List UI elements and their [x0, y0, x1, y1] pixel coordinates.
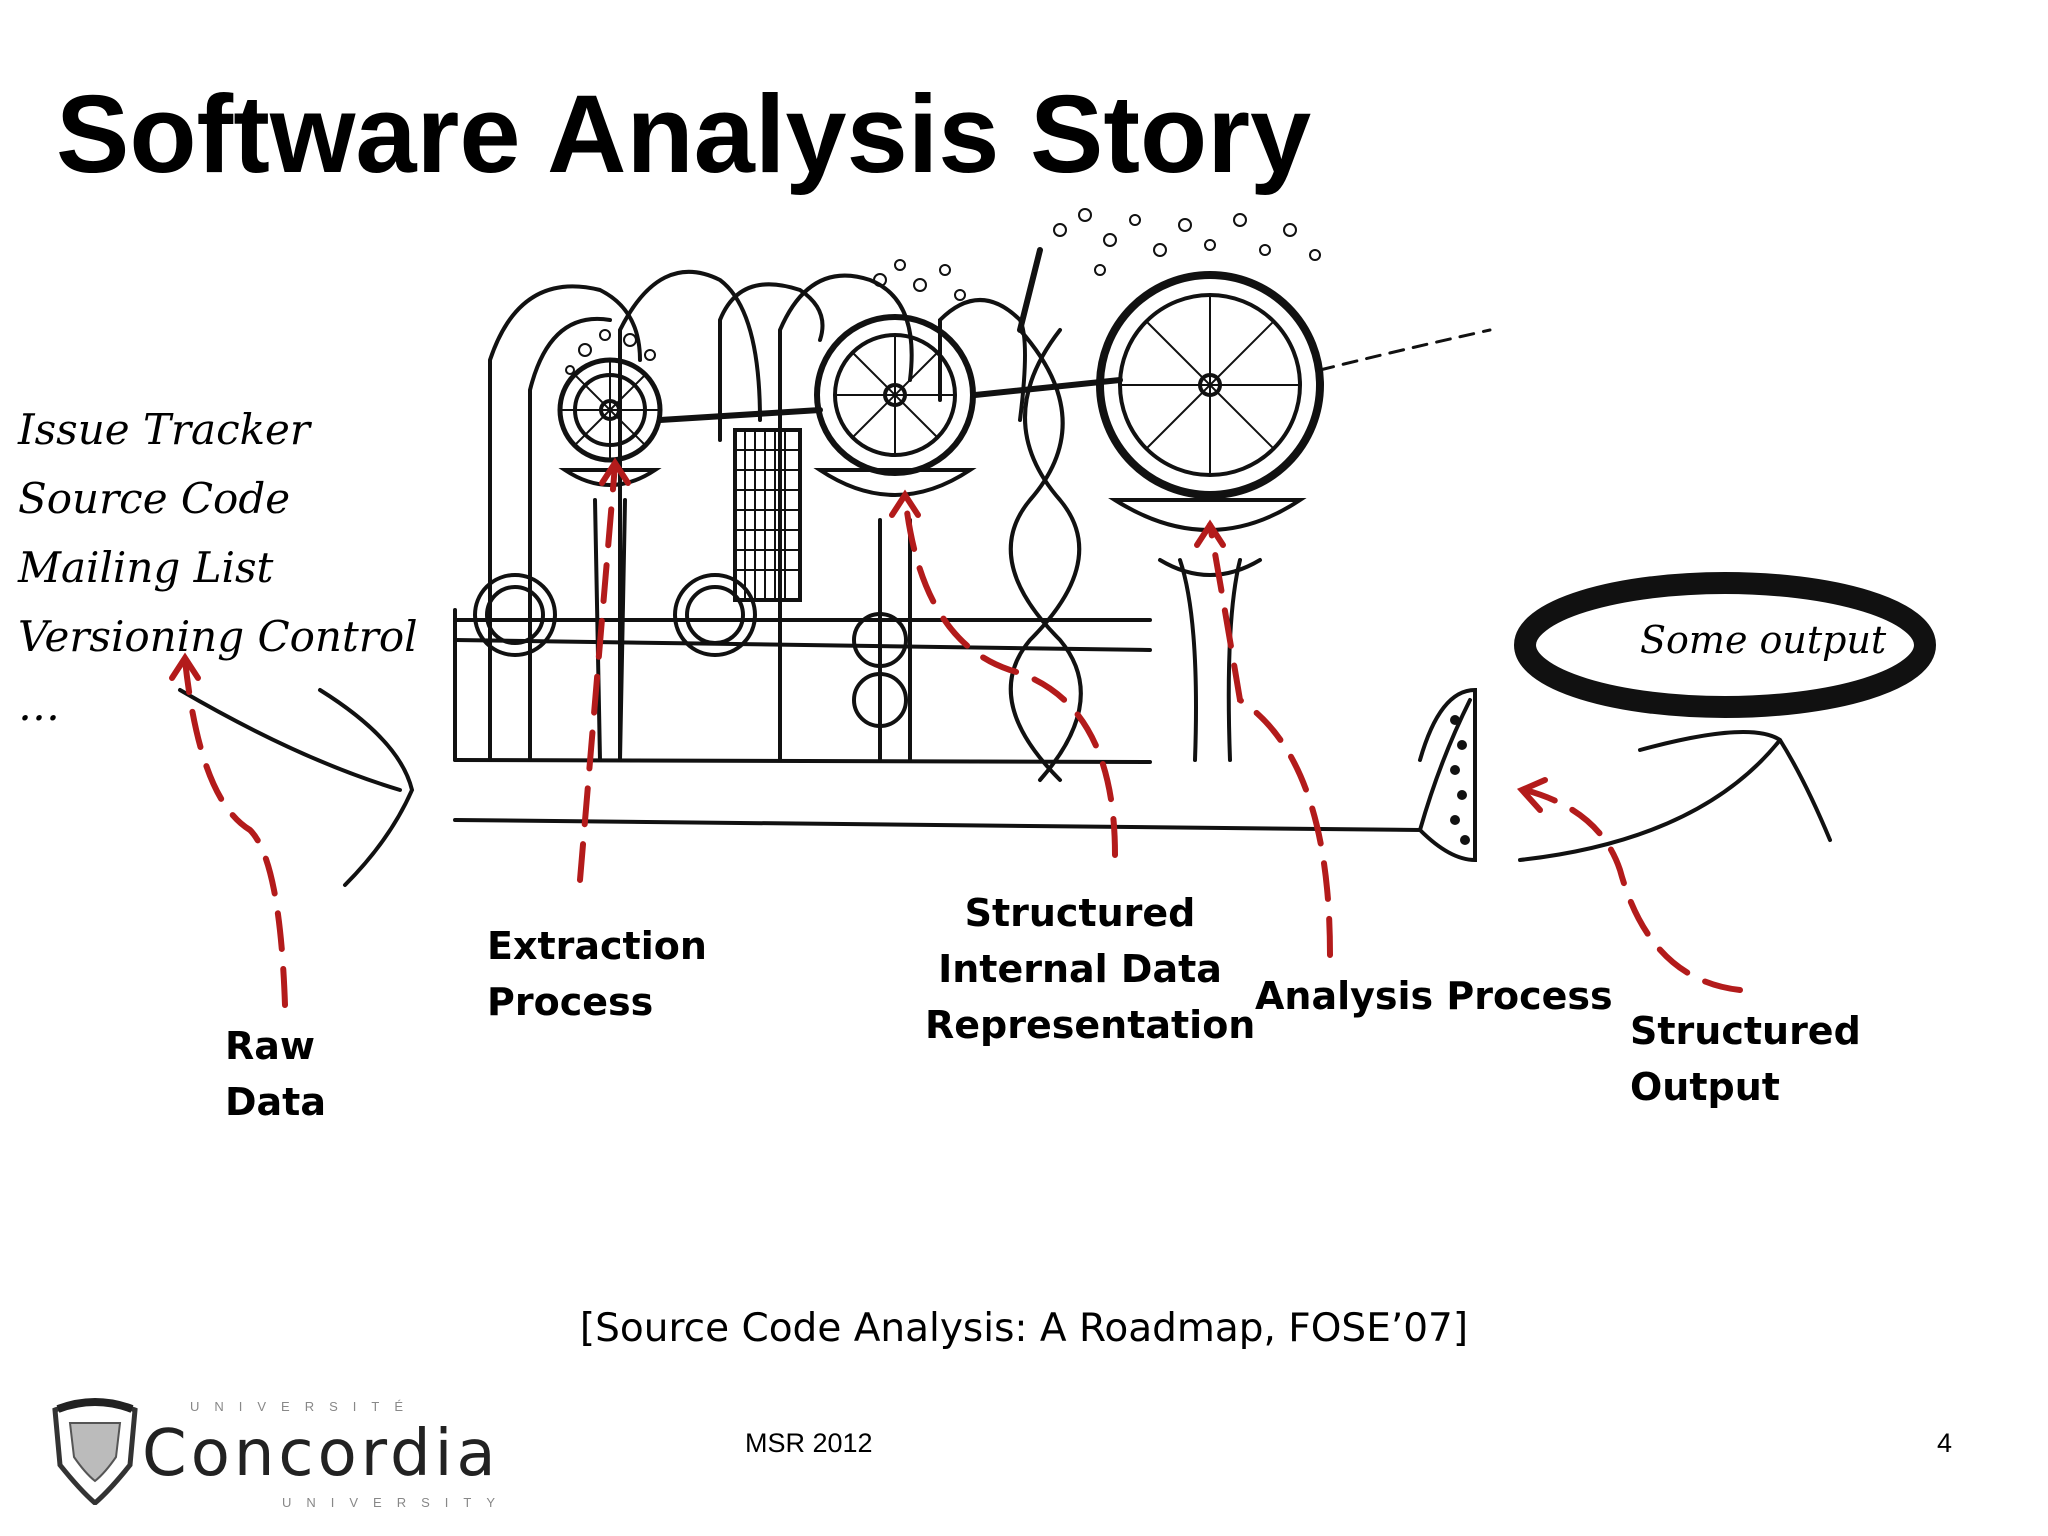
analysis-arrow	[1207, 522, 1333, 958]
label-structured-output: Structured Output	[1630, 1003, 1861, 1115]
raw-data-arrow	[182, 657, 288, 1008]
pipe-arch-1	[488, 284, 642, 762]
logo-wordmark: Concordia	[142, 1417, 500, 1491]
label-extraction-line-1: Extraction	[487, 924, 707, 968]
structured-output-arrow	[1522, 787, 1743, 993]
label-structured-internal-data: Structured Internal Data Representation	[925, 885, 1256, 1053]
output-brush-ring	[1514, 572, 1936, 718]
label-raw-data: Raw Data	[225, 1018, 326, 1130]
label-internal-line-2: Internal Data	[938, 947, 1222, 991]
concordia-logo: UNIVERSITÉ Concordia UNIVERSITY	[50, 1395, 496, 1515]
citation: [Source Code Analysis: A Roadmap, FOSE’0…	[579, 1306, 1469, 1351]
slide-title: Software Analysis Story	[56, 73, 1312, 196]
source-issue-tracker: Issue Tracker	[18, 405, 310, 454]
internal-data-arrow	[902, 492, 1118, 858]
footer-conference: MSR 2012	[745, 1428, 873, 1458]
input-curve-arrow	[178, 688, 402, 792]
label-raw-data-line-1: Raw	[225, 1024, 316, 1068]
source-versioning-control: Versioning Control	[18, 612, 418, 661]
analysis-wheel	[1096, 271, 1324, 762]
label-output-line-2: Output	[1630, 1065, 1780, 1109]
raw-data-sources-list: Issue Tracker Source Code Mailing List V…	[18, 395, 418, 740]
logo-top-text: UNIVERSITÉ	[190, 1399, 419, 1414]
extraction-wheel	[557, 357, 663, 762]
source-ellipsis: …	[18, 681, 60, 730]
twisted-pipes	[1008, 328, 1083, 782]
main-pipe	[453, 698, 1472, 833]
output-funnel	[1418, 687, 1477, 863]
bubbles	[565, 208, 1321, 375]
source-source-code: Source Code	[18, 474, 291, 523]
label-extraction-process: Extraction Process	[487, 918, 707, 1030]
concordia-shield-icon	[52, 1398, 138, 1505]
label-extraction-line-2: Process	[487, 980, 654, 1024]
label-raw-data-line-2: Data	[225, 1080, 326, 1124]
label-internal-line-1: Structured	[964, 891, 1196, 935]
label-output-line-1: Structured	[1630, 1009, 1861, 1053]
pipe-arch-2	[618, 269, 762, 762]
grid-panel	[733, 428, 802, 602]
internal-representation-wheel	[813, 314, 977, 762]
some-output-text: Some output	[1640, 618, 1887, 662]
label-analysis-line-1: Analysis Process	[1255, 974, 1613, 1018]
funnel-dots	[1450, 715, 1470, 845]
output-curve-arrow	[1518, 738, 1782, 862]
source-mailing-list: Mailing List	[18, 543, 274, 592]
extraction-arrow	[577, 462, 618, 883]
label-analysis-process: Analysis Process	[1255, 968, 1613, 1024]
logo-bottom-text: UNIVERSITY	[282, 1495, 511, 1510]
page-number: 4	[1937, 1428, 1953, 1458]
label-internal-line-3: Representation	[925, 1003, 1256, 1047]
